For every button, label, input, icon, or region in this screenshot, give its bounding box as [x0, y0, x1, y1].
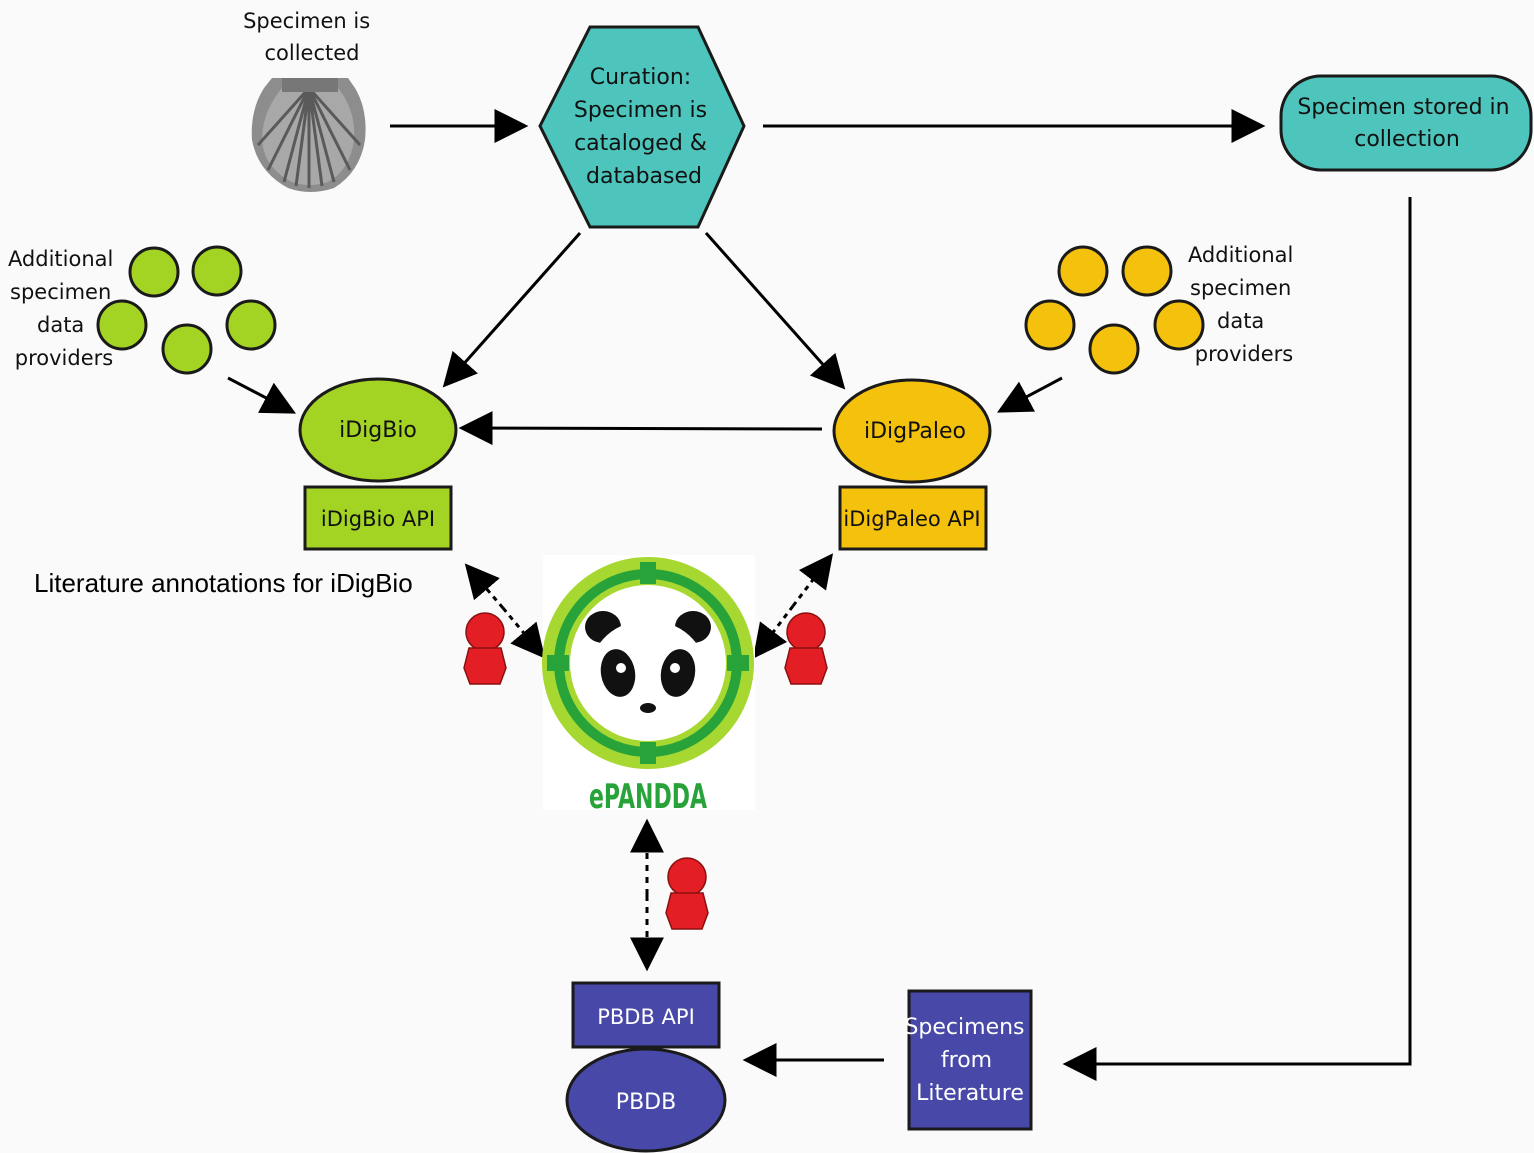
- person-icon: [784, 612, 828, 685]
- provider-circle: [1024, 299, 1076, 351]
- dashed-arrow-epandda-idigbio: [464, 563, 505, 609]
- provider-circle: [1057, 245, 1109, 297]
- provider-circle: [1153, 299, 1205, 351]
- idigbio-api-label: iDigBio API: [321, 507, 435, 531]
- literature-annotation-label: Literature annotations for iDigBio: [34, 568, 413, 598]
- idigpaleo-api-node: iDigPaleo API: [838, 485, 988, 551]
- idigpaleo-api-label: iDigPaleo API: [843, 507, 980, 531]
- idigpaleo-node: iDigPaleo: [832, 378, 992, 484]
- provider-circle: [96, 299, 148, 351]
- green-providers-label: Additional specimen data providers: [8, 247, 120, 370]
- idigbio-node: iDigBio: [298, 377, 458, 483]
- provider-circle: [1088, 323, 1140, 375]
- arrow-idigpaleo-to-idigbio: [458, 411, 823, 446]
- epandda-logo-text: ePANDDA: [589, 777, 707, 817]
- dashed-arrow-epandda-idigpaleo: [791, 553, 834, 607]
- idigbio-api-node: iDigBio API: [303, 485, 453, 551]
- stored-label: Specimen stored in collection: [1297, 95, 1516, 152]
- dashed-arrow-epandda-idigbio-back: [501, 607, 546, 659]
- epandda-panda-logo: ePANDDA: [542, 555, 755, 817]
- yellow-providers-label: Additional specimen data providers: [1188, 243, 1300, 366]
- idigbio-label: iDigBio: [339, 418, 417, 443]
- literature-node: Specimens from Literature: [904, 989, 1033, 1131]
- literature-label: Specimens from Literature: [904, 1015, 1031, 1106]
- provider-circle: [128, 246, 180, 298]
- curation-node: Curation: Specimen is cataloged & databa…: [538, 25, 746, 229]
- pbdb-api-node: PBDB API: [571, 981, 721, 1049]
- arrow-green-providers-to-idigbio: [227, 376, 297, 414]
- person-icon: [463, 612, 507, 685]
- yellow-provider-circles: [1024, 245, 1205, 375]
- pbdb-node: PBDB: [565, 1047, 727, 1153]
- arrow-curation-to-idigbio: [442, 232, 582, 388]
- dashed-arrow-epandda-idigpaleo-back: [752, 605, 795, 659]
- arrow-curation-to-idigpaleo: [704, 232, 846, 390]
- stored-node: Specimen stored in collection: [1279, 74, 1533, 172]
- green-provider-circles: [96, 245, 277, 375]
- curation-label: Curation: Specimen is cataloged & databa…: [574, 65, 714, 189]
- arrows: [227, 109, 1412, 1081]
- provider-circle: [225, 299, 277, 351]
- arrow-stored-to-literature: [1062, 197, 1412, 1081]
- pbdb-label: PBDB: [616, 1090, 676, 1115]
- idigpaleo-label: iDigPaleo: [864, 419, 966, 444]
- pbdb-api-label: PBDB API: [597, 1005, 695, 1029]
- provider-circle: [191, 245, 243, 297]
- provider-circle: [161, 323, 213, 375]
- specimen-collected-label: Specimen is collected: [243, 9, 377, 65]
- arrow-yellow-providers-to-idigpaleo: [996, 376, 1063, 413]
- provider-circle: [1121, 245, 1173, 297]
- person-icon: [665, 857, 709, 930]
- scallop-shell-icon: [251, 78, 366, 192]
